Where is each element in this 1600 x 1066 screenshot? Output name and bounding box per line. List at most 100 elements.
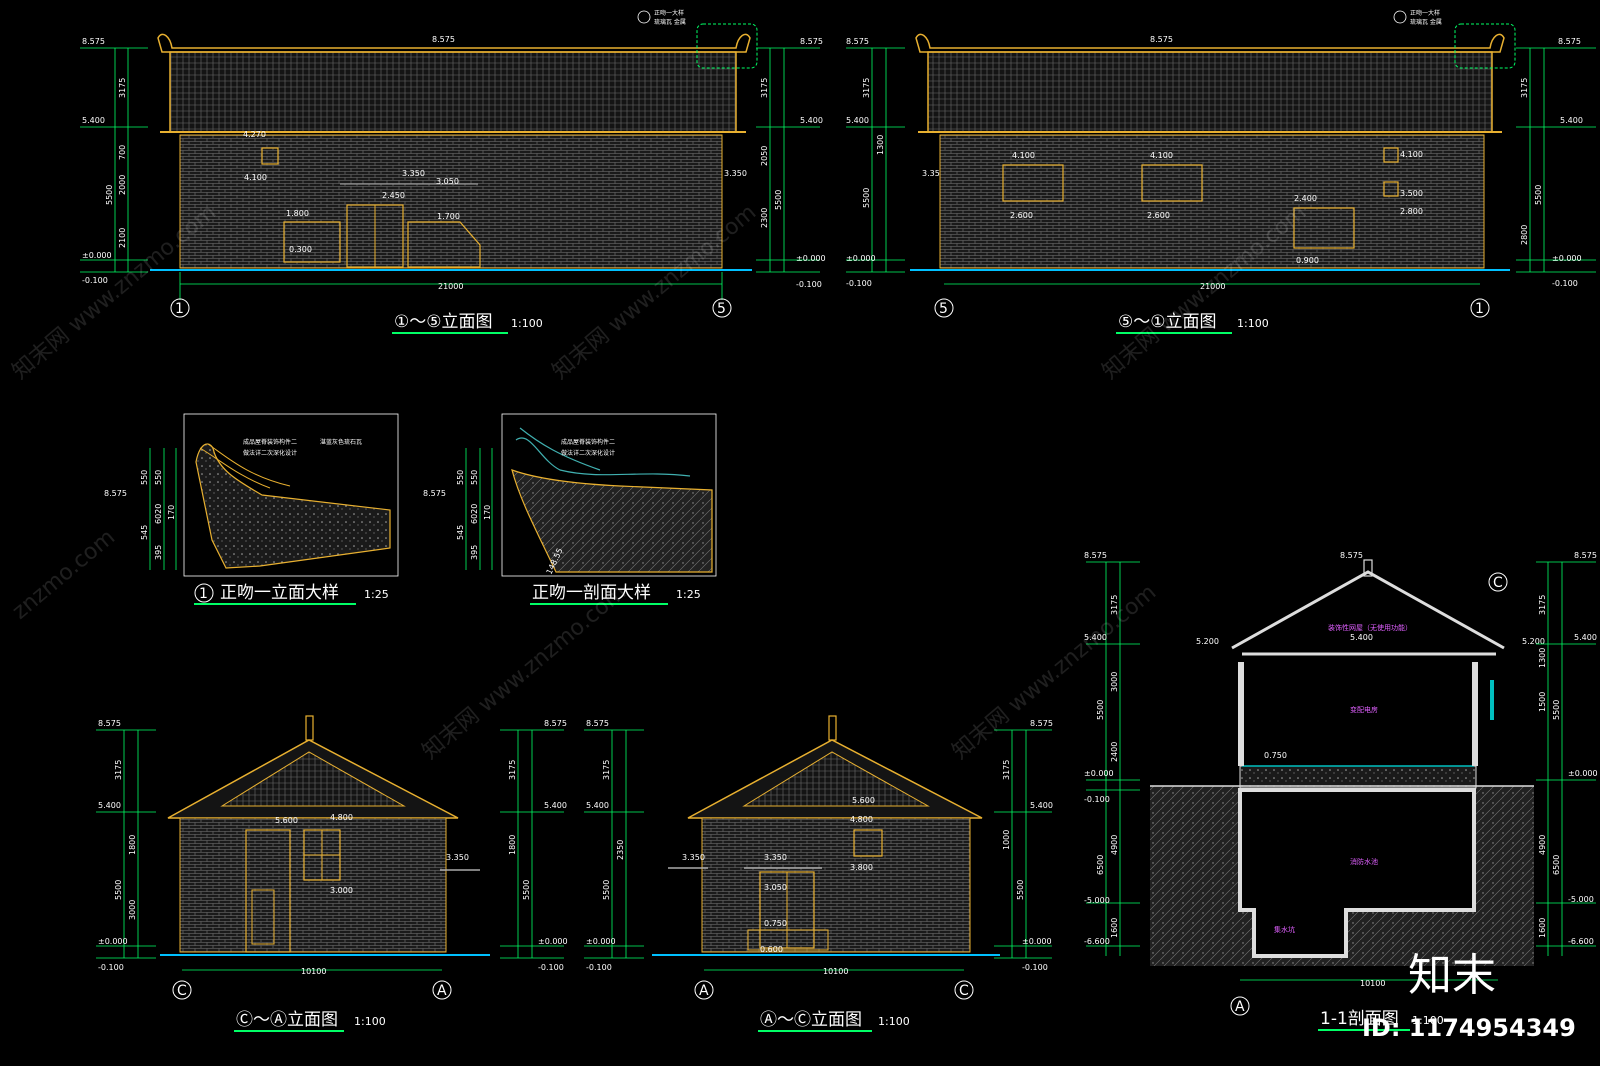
door (245, 829, 291, 953)
level-label: -5.000 (1568, 895, 1594, 904)
drawing-scale: 1:100 (878, 1015, 910, 1028)
image-id: ID: 1174954349 (1362, 1014, 1576, 1042)
drawing-title: 正吻一立面大样 (220, 583, 339, 603)
level-label: 5.200 (1196, 637, 1219, 646)
drawing-title: 正吻一剖面大样 (532, 583, 651, 603)
vent-window (1383, 147, 1399, 163)
dim-label: 550 (470, 470, 479, 485)
dim-label: 170 (167, 505, 176, 520)
level-label: -0.100 (82, 276, 108, 285)
dim-label: 1600 (1110, 918, 1119, 938)
dim-label: 3175 (862, 78, 871, 98)
dim-column-right (994, 729, 1052, 959)
ridge-section-detail: 成品屋脊装饰构件二 做法详二次深化设计 8.575 550 550 545 39… (423, 413, 717, 605)
level-label: 8.575 (586, 719, 609, 728)
drawing-scale: 1:100 (354, 1015, 386, 1028)
level-label: 5.400 (1084, 633, 1107, 642)
room-label: 装饰性网屋（无使用功能） (1328, 623, 1412, 632)
detail-marker (194, 583, 214, 603)
level-label: -6.600 (1084, 937, 1110, 946)
level-label: 0.750 (1264, 751, 1287, 760)
elevation-5-1: 8.575 5.400 ±0.000 -0.100 3.350 3175 130… (846, 9, 1596, 334)
level-label: ±0.000 (538, 937, 568, 946)
detail-marker-label: 1 (199, 586, 208, 602)
level-label: -0.100 (98, 963, 124, 972)
level-label: 4.100 (1012, 151, 1035, 160)
vent-window (261, 147, 279, 165)
dim-label: 3175 (760, 78, 769, 98)
axis-bubble (172, 980, 192, 1000)
level-label: ±0.000 (1568, 769, 1598, 778)
dim-label: 170 (483, 505, 492, 520)
level-label: 4.100 (244, 173, 267, 182)
level-label: 2.400 (1294, 194, 1317, 203)
dim-label: 545 (456, 525, 465, 540)
annotation: 湛蓝灰色琉石瓦 (320, 438, 362, 446)
axis-label: A (699, 983, 709, 999)
dim-label: 2350 (616, 840, 625, 860)
level-label: ±0.000 (796, 254, 826, 263)
watermark: znzmo.com (8, 525, 120, 625)
level-label: 5.600 (852, 796, 875, 805)
drawing-title: 1-1剖面图 (1320, 1009, 1399, 1029)
level-label: 2.450 (382, 191, 405, 200)
detail-tag-bubble (637, 10, 651, 24)
drawing-scale: 1:100 (511, 317, 543, 330)
dim-label: 3000 (1110, 672, 1119, 692)
ridge-elevation-detail: 成品屋脊装饰构件二 做法详二次深化设计 湛蓝灰色琉石瓦 8.575 550 55… (104, 413, 399, 605)
overall-width: 10100 (1360, 979, 1385, 988)
dim-label: 5500 (602, 880, 611, 900)
overall-width: 21000 (1200, 282, 1225, 291)
ground-slab (1239, 765, 1477, 789)
axis-label: C (959, 983, 969, 999)
detail-tag-text: 正吻一大样 (1410, 9, 1440, 17)
ridge-finial (1363, 559, 1373, 577)
dim-label: 2800 (1520, 225, 1529, 245)
dim-label: 3175 (114, 760, 123, 780)
drawing-title: ⑤～①立面图 (1118, 312, 1216, 332)
level-label: 0.900 (1296, 256, 1319, 265)
axis-bubble (1470, 298, 1490, 318)
room-label: 消防水池 (1350, 857, 1378, 866)
level-label: 3.350 (922, 169, 945, 178)
watermark: 知末网 www.znzmo.com (948, 580, 1161, 765)
axis-bubble (170, 298, 190, 318)
annotation: 成品屋脊装饰构件二 (243, 438, 297, 446)
level-label: 3.350 (724, 169, 747, 178)
level-label: 5.400 (800, 116, 823, 125)
axis-label: 1 (175, 301, 184, 317)
vent-window (1383, 181, 1399, 197)
level-label: 5.400 (846, 116, 869, 125)
detail-tag-text: 琉璃瓦 金属 (654, 18, 686, 26)
section-1-1: 8.575 5.400 ±0.000 -0.100 -5.000 -6.600 … (1084, 551, 1598, 1031)
level-label: 5.400 (544, 801, 567, 810)
axis-bubble (432, 980, 452, 1000)
brick-wall (701, 817, 971, 953)
level-label: 8.575 (432, 35, 455, 44)
watermark: 知末网 www.znzmo.com (8, 200, 221, 385)
dim-label: 700 (118, 145, 127, 160)
dim-label: 6500 (1096, 855, 1105, 875)
wall-section (1472, 662, 1478, 766)
level-label: 3.350 (764, 853, 787, 862)
level-label: ±0.000 (846, 254, 876, 263)
dim-label: 1800 (508, 835, 517, 855)
level-label: -0.100 (1552, 279, 1578, 288)
dim-label: 545 (140, 525, 149, 540)
level-label: 8.575 (544, 719, 567, 728)
level-label: -0.100 (1022, 963, 1048, 972)
ridge-finial (305, 715, 314, 741)
level-label: 5.600 (275, 816, 298, 825)
drawing-title: Ⓒ～Ⓐ立面图 (236, 1010, 338, 1030)
elevation-c-a: 8.575 5.400 ±0.000 -0.100 3175 5500 1800… (96, 715, 568, 1032)
dim-label: 2300 (760, 208, 769, 228)
dim-label: 3175 (1520, 78, 1529, 98)
dim-label: 2000 (118, 175, 127, 195)
level-label: 8.575 (1084, 551, 1107, 560)
window (1141, 164, 1203, 202)
level-label: 3.800 (850, 863, 873, 872)
roof-tiles (169, 51, 737, 133)
level-label: -0.100 (796, 280, 822, 289)
dim-label: 3175 (1110, 595, 1119, 615)
